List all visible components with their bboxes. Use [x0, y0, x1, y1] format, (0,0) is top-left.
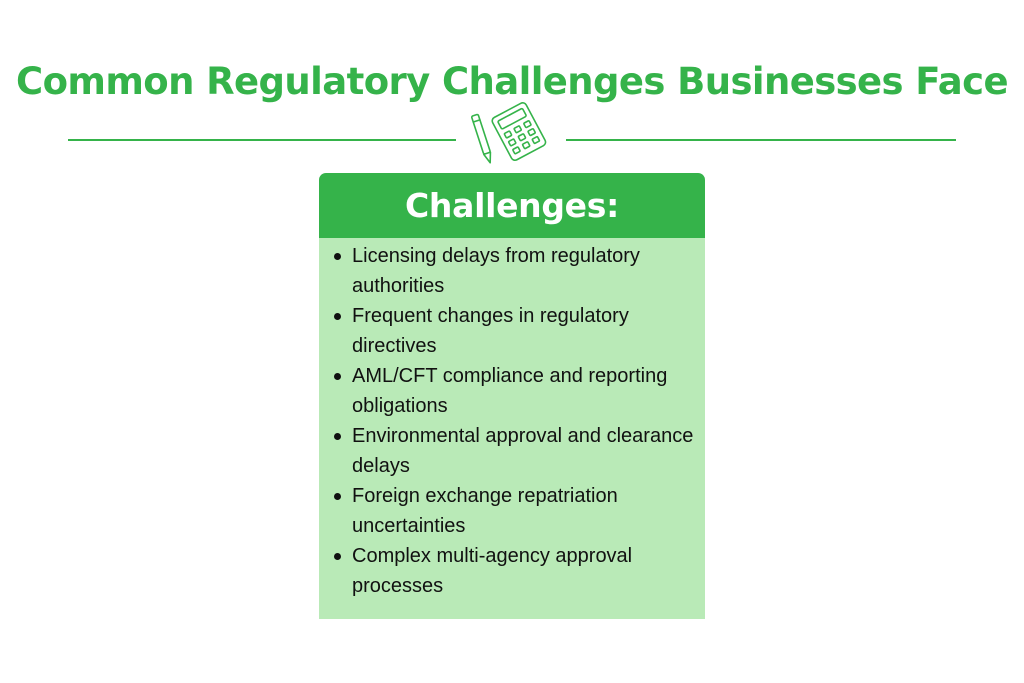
list-item-text: Complex multi-agency approval processes — [352, 545, 633, 597]
list-item: AML/CFT compliance and reporting obligat… — [319, 361, 705, 421]
list-item-text: Environmental approval and clearance del… — [352, 425, 694, 477]
list-item: Frequent changes in regulatory directive… — [319, 301, 705, 361]
card-body: Licensing delays from regulatory authori… — [319, 238, 705, 619]
page-title: Common Regulatory Challenges Businesses … — [16, 60, 1009, 103]
challenges-card: Challenges: Licensing delays from regula… — [319, 173, 705, 619]
list-item: Complex multi-agency approval processes — [319, 541, 705, 601]
bullet-icon — [334, 553, 341, 560]
list-item-text: AML/CFT compliance and reporting obligat… — [352, 365, 668, 417]
bullet-icon — [334, 313, 341, 320]
list-item: Foreign exchange repatriation uncertaint… — [319, 481, 705, 541]
list-item: Environmental approval and clearance del… — [319, 421, 705, 481]
right-divider-line — [566, 139, 956, 141]
list-item-text: Foreign exchange repatriation uncertaint… — [352, 485, 618, 537]
list-item-text: Frequent changes in regulatory directive… — [352, 305, 629, 357]
left-divider-line — [68, 139, 456, 141]
card-header-title: Challenges: — [404, 186, 620, 225]
bullet-icon — [334, 433, 341, 440]
bullet-icon — [334, 253, 341, 260]
bullet-icon — [334, 373, 341, 380]
list-item-text: Licensing delays from regulatory authori… — [352, 245, 640, 297]
calculator-pen-icon — [470, 102, 547, 164]
card-header: Challenges: — [319, 173, 705, 238]
list-item: Licensing delays from regulatory authori… — [319, 241, 705, 301]
bullet-icon — [334, 493, 341, 500]
challenges-list: Licensing delays from regulatory authori… — [319, 241, 705, 601]
